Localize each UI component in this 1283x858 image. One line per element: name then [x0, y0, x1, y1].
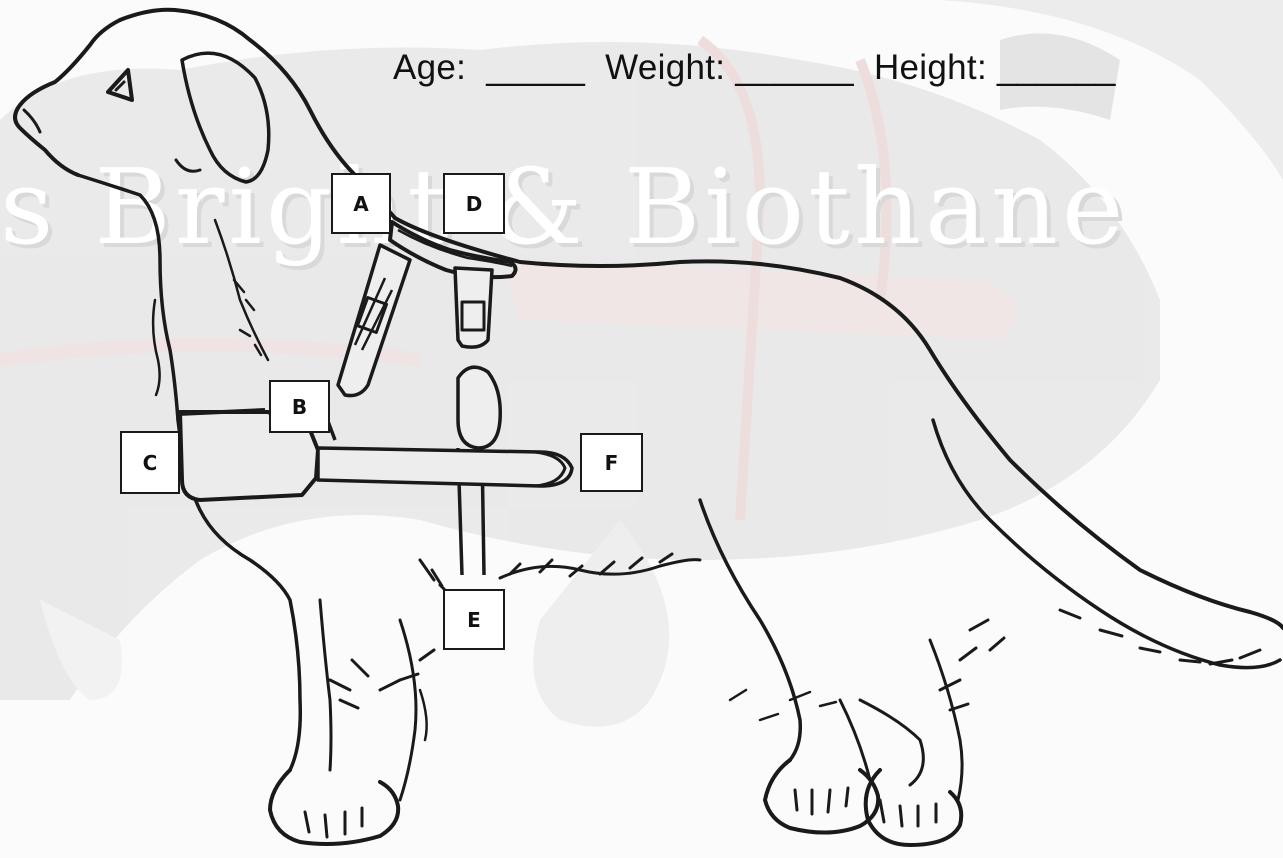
height-label: Height: — [874, 48, 987, 87]
height-blank[interactable]: ______ — [997, 48, 1116, 87]
label-b: B — [269, 380, 330, 433]
label-d: D — [443, 173, 505, 234]
label-c: C — [120, 431, 180, 494]
label-e: E — [443, 589, 505, 650]
label-f: F — [580, 433, 643, 492]
measurement-fields: Age: _____ Weight: ______ Height: ______ — [393, 48, 1116, 88]
watermark-text: s Bright & Biothane — [0, 146, 1127, 268]
weight-label: Weight: — [605, 48, 725, 87]
label-a: A — [331, 173, 391, 234]
age-label: Age: — [393, 48, 466, 87]
age-blank[interactable]: _____ — [486, 48, 585, 87]
weight-blank[interactable]: ______ — [735, 48, 854, 87]
